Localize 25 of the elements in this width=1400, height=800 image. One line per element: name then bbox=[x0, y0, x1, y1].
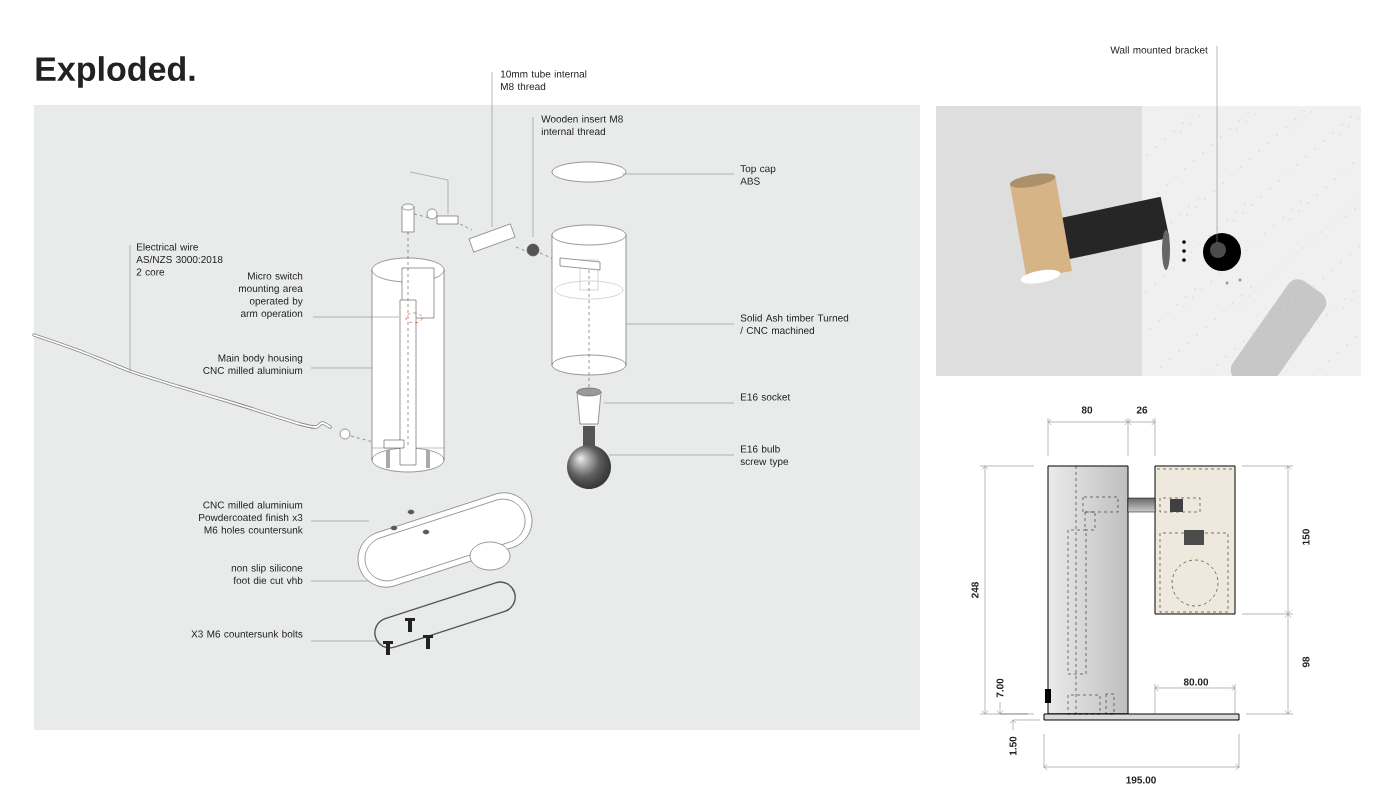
part-label: E16 socket bbox=[741, 393, 791, 401]
part-label: 10mm tube internal M8 thread bbox=[501, 70, 587, 91]
dimension-label: 80.00 bbox=[1183, 678, 1209, 686]
dimension-label: 80 bbox=[1081, 406, 1093, 414]
part-label: Solid Ash timber Turned / CNC machined bbox=[740, 314, 849, 335]
part-label: Wooden insert M8 internal thread bbox=[541, 115, 623, 136]
dimension-label: 1.50 bbox=[1009, 736, 1017, 756]
leader-line bbox=[1216, 45, 1218, 244]
dimension-label: 26 bbox=[1136, 406, 1148, 414]
dimension-label: 195.00 bbox=[1126, 776, 1156, 784]
part-label: Wall mounted bracket bbox=[1110, 46, 1208, 54]
part-label: Main body housing CNC milled aluminium bbox=[203, 354, 303, 375]
dimension-label: 7.00 bbox=[996, 678, 1004, 698]
title: Exploded. bbox=[36, 56, 195, 88]
dimension-label: 150 bbox=[1302, 529, 1310, 545]
dimension-label: 248 bbox=[971, 581, 979, 598]
part-label: Top cap ABS bbox=[740, 165, 776, 185]
dimension-label: 98 bbox=[1302, 656, 1310, 668]
part-label: non slip silicone foot die cut vhb bbox=[231, 564, 303, 585]
part-label: E16 bulb screw type bbox=[740, 445, 789, 467]
part-label: Electrical wire AS/NZS 3000:2018 2 core bbox=[136, 243, 223, 276]
part-label: CNC milled aluminium Powdercoated finish x3 M6 holes countersunk bbox=[199, 501, 303, 534]
leader-line bbox=[312, 316, 400, 318]
part-label: X3 M6 countersunk bolts bbox=[191, 630, 303, 638]
part-label: Micro switch mounting area operated by arm operation bbox=[239, 272, 303, 319]
